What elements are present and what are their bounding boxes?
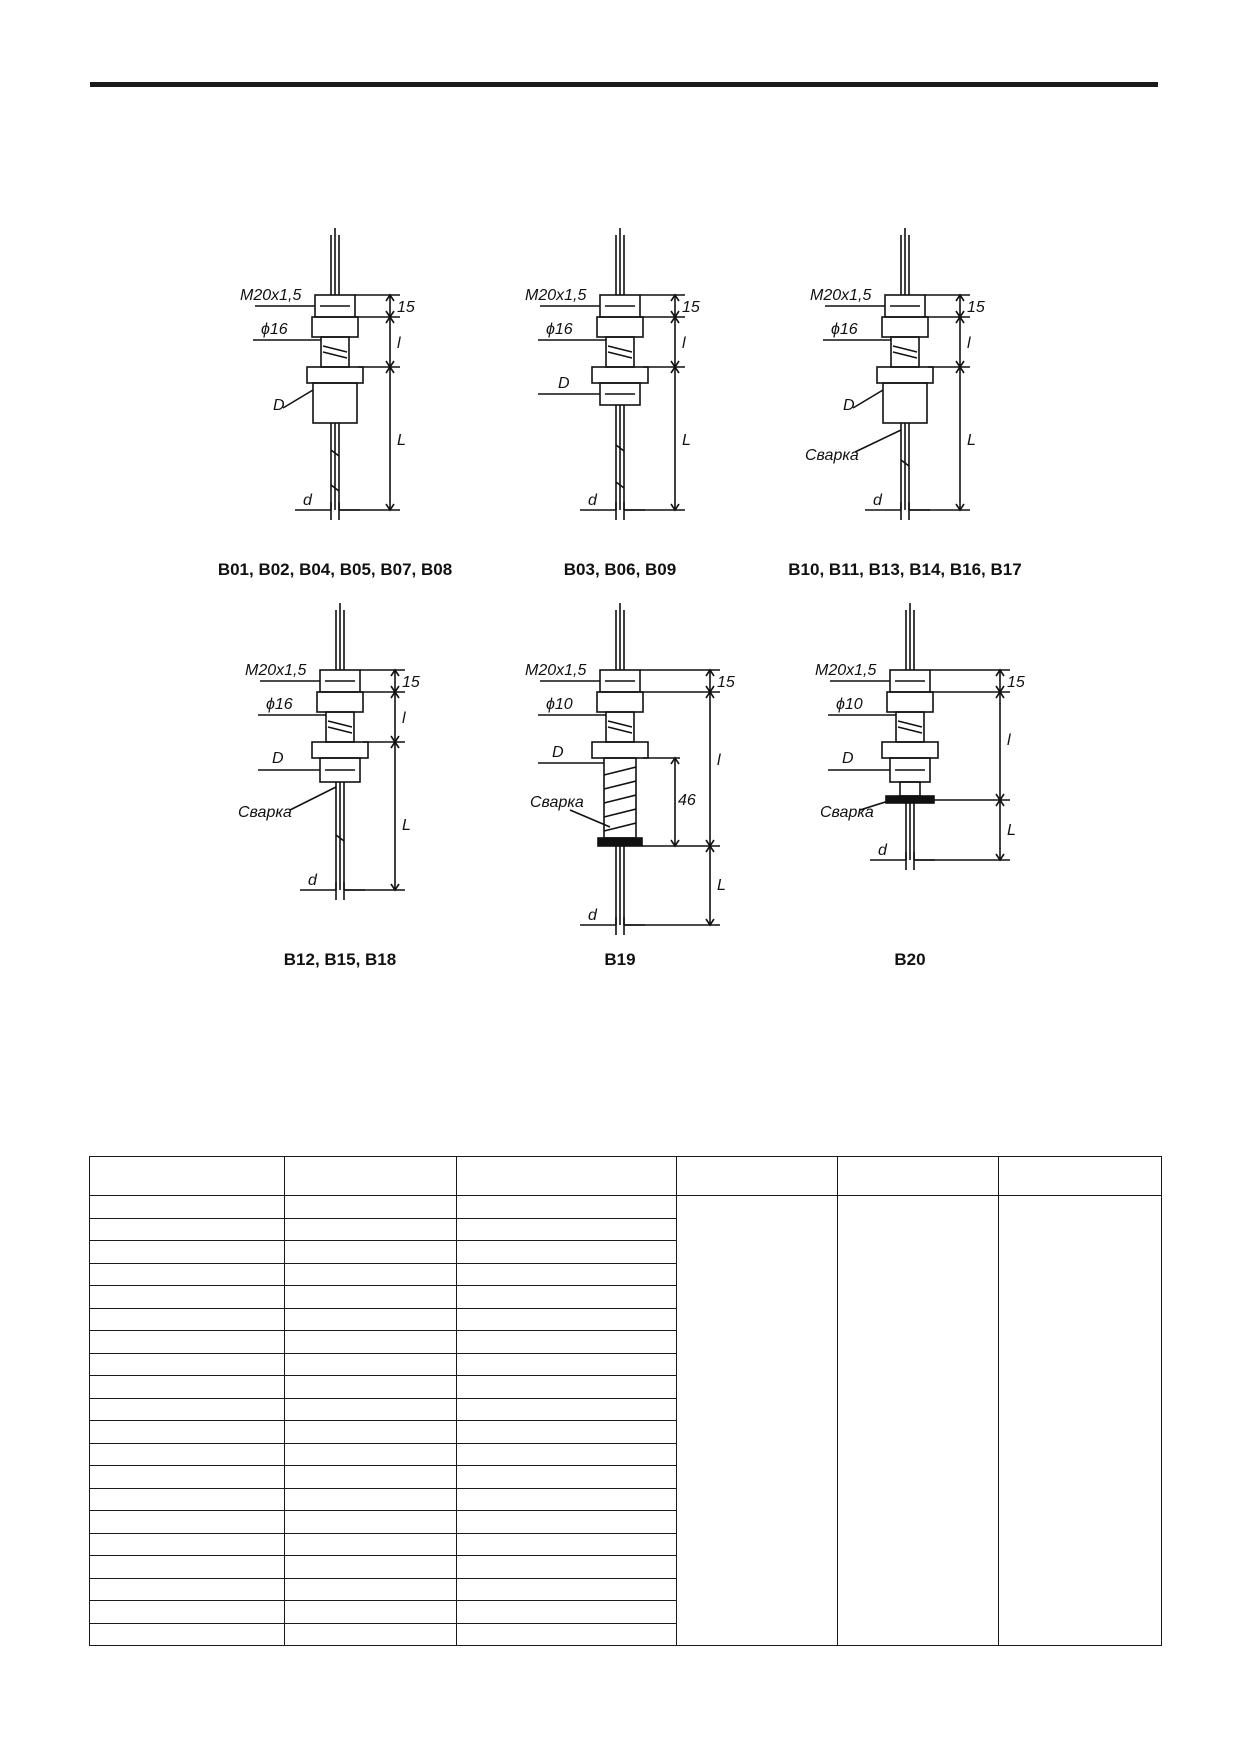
merged-cell: [837, 1195, 999, 1646]
big-d-label: D: [552, 744, 564, 761]
thread-label: M20x1,5: [815, 662, 876, 679]
dim-L-label: L: [682, 432, 691, 449]
dim-l-label: l: [397, 335, 401, 352]
weld-label: Сварка: [805, 447, 859, 464]
thermocouple-drawing-icon: M20x1,5 ϕ16 D Сварка d 15 l L: [238, 603, 420, 900]
dim-L-label: L: [1007, 822, 1016, 839]
dim-15-label: 15: [1007, 674, 1025, 691]
drawing-caption: B20: [894, 950, 926, 969]
table-row: [89, 1195, 1162, 1646]
drawing-b03: M20x1,5 ϕ16 D d 15 l L B03, B06, B09: [420, 220, 820, 600]
drawing-b19: M20x1,5 ϕ10 D Сварка d 46 15 l L B19: [420, 595, 820, 975]
drawing-b01: M20x1,5 ϕ16 D d 15 l L B01, B02, B04, B0…: [135, 220, 535, 600]
spec-table: [89, 1156, 1162, 1646]
header-cell: [284, 1156, 457, 1196]
small-d-label: d: [588, 492, 598, 509]
drawing-b20: M20x1,5 ϕ10 D Сварка d 15 l L B20: [710, 595, 1110, 975]
merged-cell: [998, 1195, 1162, 1646]
thread-label: M20x1,5: [810, 287, 871, 304]
table-header-row: [89, 1156, 1162, 1196]
thermocouple-drawing-icon: M20x1,5 ϕ16 D Сварка d 15 l L: [805, 228, 985, 520]
thread-label: M20x1,5: [245, 662, 306, 679]
table-row: [89, 1600, 1162, 1624]
diameter-label: ϕ10: [836, 696, 863, 713]
drawing-caption: B03, B06, B09: [563, 560, 677, 579]
table-row: [89, 1442, 1162, 1466]
dim-l-label: l: [967, 335, 971, 352]
diameter-label: ϕ16: [546, 321, 573, 338]
dim-l-label: l: [1007, 732, 1011, 749]
small-d-label: d: [873, 492, 883, 509]
dim-15-label: 15: [402, 674, 420, 691]
drawing-caption: B10, B11, B13, B14, B16, B17: [788, 560, 1022, 579]
small-d-label: d: [588, 907, 598, 924]
table-row: [89, 1262, 1162, 1286]
weld-label: Сварка: [820, 804, 874, 821]
dim-15-label: 15: [967, 299, 985, 316]
dim-L-label: L: [717, 877, 726, 894]
top-rule: [90, 82, 1158, 87]
dim-L-label: L: [967, 432, 976, 449]
small-d-label: d: [308, 872, 318, 889]
table-row: [89, 1622, 1162, 1646]
table-row: [89, 1532, 1162, 1556]
dim-15-label: 15: [717, 674, 735, 691]
weld-label: Сварка: [530, 794, 584, 811]
diameter-label: ϕ16: [266, 696, 293, 713]
header-cell: [837, 1156, 999, 1196]
thermocouple-drawing-icon: M20x1,5 ϕ16 D d 15 l L: [240, 228, 415, 520]
big-d-label: D: [273, 397, 285, 414]
dim-l-label: l: [682, 335, 686, 352]
table-row: [89, 1510, 1162, 1534]
small-d-label: d: [303, 492, 313, 509]
big-d-label: D: [272, 750, 284, 767]
header-cell: [676, 1156, 838, 1196]
small-d-label: d: [878, 842, 888, 859]
big-d-label: D: [843, 397, 855, 414]
diameter-label: ϕ16: [261, 321, 288, 338]
table-row: [89, 1397, 1162, 1421]
dim-L-label: L: [402, 817, 411, 834]
diameter-label: ϕ16: [831, 321, 858, 338]
diameter-label: ϕ10: [546, 696, 573, 713]
dim-46-label: 46: [678, 792, 696, 809]
table-row: [89, 1217, 1162, 1241]
table-row: [89, 1240, 1162, 1264]
dim-15-label: 15: [682, 299, 700, 316]
thermocouple-drawing-icon: M20x1,5 ϕ10 D Сварка d 46 15 l L: [525, 603, 735, 935]
drawing-caption: B12, B15, B18: [283, 950, 397, 969]
table-row: [89, 1307, 1162, 1331]
thermocouple-drawing-icon: M20x1,5 ϕ10 D Сварка d 15 l L: [815, 603, 1025, 870]
big-d-label: D: [842, 750, 854, 767]
dim-l-label: l: [402, 710, 406, 727]
dim-L-label: L: [397, 432, 406, 449]
thread-label: M20x1,5: [525, 662, 586, 679]
drawing-caption: B19: [604, 950, 636, 969]
dim-15-label: 15: [397, 299, 415, 316]
drawing-b12: M20x1,5 ϕ16 D Сварка d 15 l L B12, B15, …: [140, 595, 540, 975]
big-d-label: D: [558, 375, 570, 392]
weld-label: Сварка: [238, 804, 292, 821]
thread-label: M20x1,5: [240, 287, 301, 304]
header-cell: [998, 1156, 1162, 1196]
dim-l-label: l: [717, 752, 721, 769]
table-row: [89, 1352, 1162, 1376]
drawing-b10: M20x1,5 ϕ16 D Сварка d 15 l L B10, B11, …: [705, 220, 1105, 600]
merged-cell: [676, 1195, 838, 1646]
thermocouple-drawing-icon: M20x1,5 ϕ16 D d 15 l L: [525, 228, 700, 520]
header-cell: [456, 1156, 677, 1196]
thread-label: M20x1,5: [525, 287, 586, 304]
table-row: [89, 1375, 1162, 1399]
drawing-caption: B01, B02, B04, B05, B07, B08: [217, 560, 453, 579]
table-row: [89, 1285, 1162, 1309]
header-cell: [89, 1156, 285, 1196]
table-row: [89, 1420, 1162, 1444]
